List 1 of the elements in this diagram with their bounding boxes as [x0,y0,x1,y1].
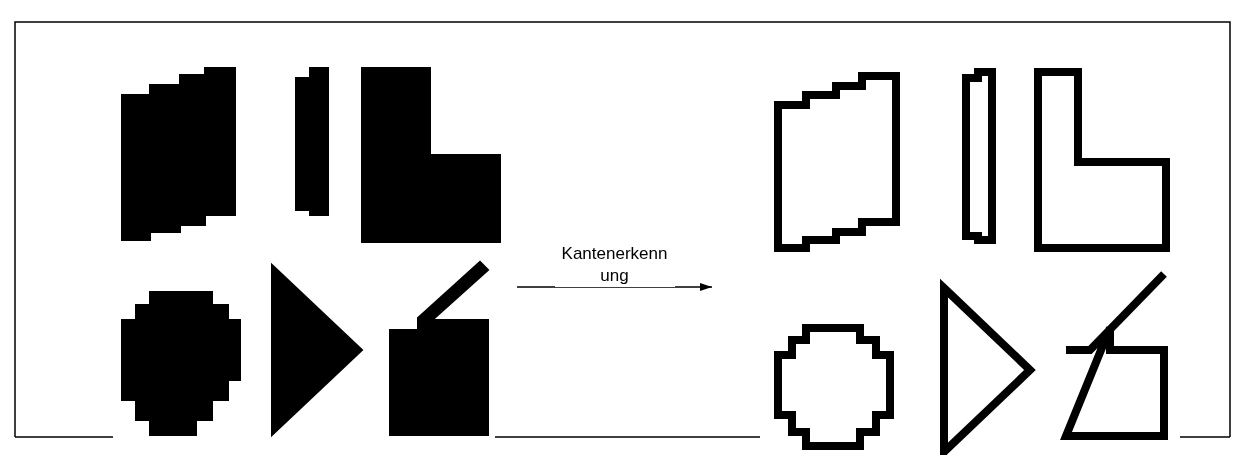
arrow [516,283,713,291]
